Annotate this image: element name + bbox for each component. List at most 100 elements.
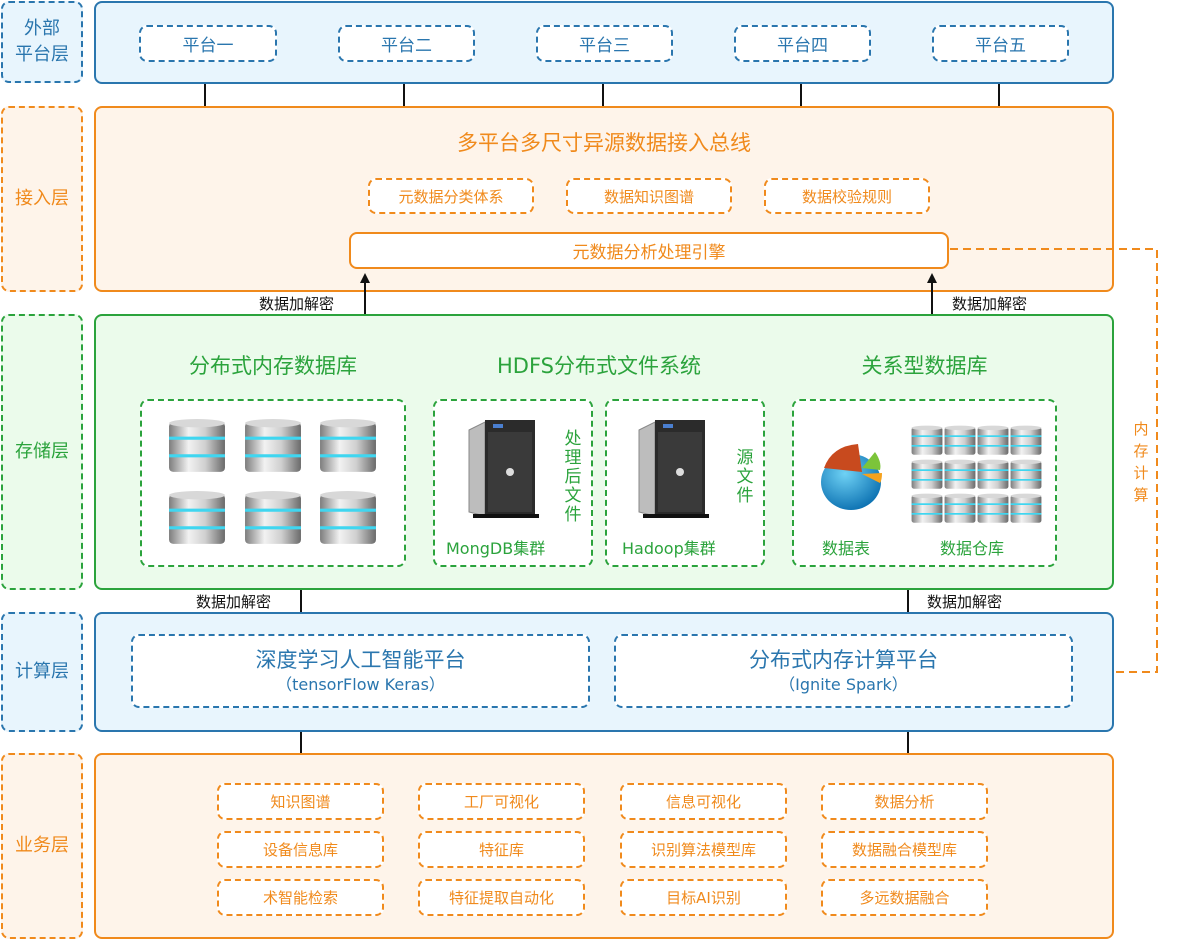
encrypt-label-storage-right: 数据加解密 <box>927 593 1003 611</box>
business-item-label: 工厂可视化 <box>463 793 539 811</box>
module-metadata-classification[interactable]: 元数据分类体系 <box>368 178 534 214</box>
business-item[interactable]: 术智能检索 <box>217 879 384 916</box>
relational-db-title: 关系型数据库 <box>861 354 988 378</box>
platform-label: 平台一 <box>182 36 234 56</box>
data-table-label: 数据表 <box>822 539 871 558</box>
layer-label-external-line2: 平台层 <box>15 44 69 65</box>
platform-box-3[interactable]: 平台三 <box>536 25 673 62</box>
platform-connector-2 <box>403 84 405 106</box>
platform-connector-4 <box>800 84 802 106</box>
module-label: 数据校验规则 <box>801 187 892 206</box>
business-item-label: 数据分析 <box>874 793 935 811</box>
module-label: 元数据分类体系 <box>398 187 504 206</box>
data-warehouse-cylinders <box>911 425 1045 525</box>
engine-label: 元数据分析处理引擎 <box>572 243 726 263</box>
business-item-label: 目标AI识别 <box>666 889 741 907</box>
business-item[interactable]: 特征库 <box>418 831 585 868</box>
layer-label-compute: 计算层 <box>1 612 83 732</box>
platform-box-2[interactable]: 平台二 <box>338 25 475 62</box>
database-cylinder-icon <box>977 425 1009 455</box>
platform-connector-1 <box>204 84 206 106</box>
memory-compute-platform-subtitle: （Ignite Spark） <box>779 675 908 694</box>
business-item-label: 信息可视化 <box>665 793 741 811</box>
business-items-grid: 知识图谱 工厂可视化 信息可视化 数据分析设备信息库 特征库 识别算法模型库 数据融合模型库… <box>217 783 989 918</box>
platform-box-5[interactable]: 平台五 <box>932 25 1069 62</box>
layer-label-compute-text: 计算层 <box>15 661 69 682</box>
business-item-label: 设备信息库 <box>262 841 338 859</box>
business-item-label: 术智能检索 <box>262 889 338 907</box>
database-cylinder-icon <box>1010 459 1042 489</box>
data-warehouse-label: 数据仓库 <box>940 539 1005 558</box>
database-cylinder-icon <box>944 493 976 523</box>
layer-label-external-line1: 外部 <box>24 18 60 39</box>
business-item[interactable]: 数据分析 <box>821 783 988 820</box>
platform-label: 平台五 <box>975 36 1026 56</box>
layer-label-storage-text: 存储层 <box>15 441 69 462</box>
memory-compute-platform[interactable]: 分布式内存计算平台 （Ignite Spark） <box>614 634 1073 708</box>
platform-label: 平台三 <box>579 36 630 56</box>
database-cylinder-icon <box>169 491 225 544</box>
bus-title: 多平台多尺寸异源数据接入总线 <box>457 131 751 155</box>
platform-box-4[interactable]: 平台四 <box>734 25 871 62</box>
database-cylinder-icon <box>245 419 301 472</box>
mongodb-side-label: 处理后文件 <box>564 429 582 525</box>
memory-db-cylinders <box>168 418 380 548</box>
hadoop-server-icon <box>633 416 713 520</box>
layer-label-storage: 存储层 <box>1 314 83 590</box>
pie-chart-icon <box>821 444 882 510</box>
business-item[interactable]: 目标AI识别 <box>620 879 787 916</box>
module-validation-rules[interactable]: 数据校验规则 <box>764 178 930 214</box>
layer-label-external: 外部 平台层 <box>1 1 83 83</box>
database-cylinder-icon <box>320 419 376 472</box>
module-knowledge-graph[interactable]: 数据知识图谱 <box>566 178 732 214</box>
layer-label-access-text: 接入层 <box>15 188 69 209</box>
layer-label-access: 接入层 <box>1 106 83 292</box>
business-item[interactable]: 数据融合模型库 <box>821 831 988 868</box>
business-item-label: 知识图谱 <box>270 793 331 811</box>
platform-box-1[interactable]: 平台一 <box>139 25 277 62</box>
platform-connector-5 <box>998 84 1000 106</box>
platform-label: 平台二 <box>381 36 432 56</box>
deep-learning-platform-title: 深度学习人工智能平台 <box>255 648 466 672</box>
business-item-label: 多远数据融合 <box>859 889 950 907</box>
module-label: 数据知识图谱 <box>603 187 694 206</box>
layer-label-business: 业务层 <box>1 753 83 939</box>
business-item[interactable]: 信息可视化 <box>620 783 787 820</box>
database-cylinder-icon <box>1010 425 1042 455</box>
business-item-label: 特征提取自动化 <box>448 889 554 907</box>
business-item[interactable]: 工厂可视化 <box>418 783 585 820</box>
business-item[interactable]: 识别算法模型库 <box>620 831 787 868</box>
business-item-label: 特征库 <box>478 841 524 859</box>
hadoop-cluster-label: Hadoop集群 <box>622 539 716 558</box>
platform-label: 平台四 <box>777 36 828 56</box>
database-cylinder-icon <box>977 459 1009 489</box>
database-cylinder-icon <box>245 491 301 544</box>
hdfs-title: HDFS分布式文件系统 <box>496 354 701 378</box>
business-item-label: 数据融合模型库 <box>851 841 957 859</box>
database-cylinder-icon <box>911 459 943 489</box>
database-cylinder-icon <box>977 493 1009 523</box>
hadoop-side-label: 源文件 <box>736 448 754 506</box>
encrypt-label-storage-left: 数据加解密 <box>196 593 272 611</box>
business-item[interactable]: 知识图谱 <box>217 783 384 820</box>
database-cylinder-icon <box>169 419 225 472</box>
business-item[interactable]: 特征提取自动化 <box>418 879 585 916</box>
mongodb-server-icon <box>463 416 543 520</box>
business-item[interactable]: 设备信息库 <box>217 831 384 868</box>
database-cylinder-icon <box>1010 493 1042 523</box>
database-cylinder-icon <box>944 425 976 455</box>
memory-compute-label: 内存计算 <box>1131 418 1151 506</box>
platform-connector-3 <box>602 84 604 106</box>
database-cylinder-icon <box>911 425 943 455</box>
encrypt-label-access-left: 数据加解密 <box>259 295 335 313</box>
metadata-engine[interactable]: 元数据分析处理引擎 <box>349 232 949 269</box>
business-item-label: 识别算法模型库 <box>650 841 756 859</box>
business-item[interactable]: 多远数据融合 <box>821 879 988 916</box>
deep-learning-platform[interactable]: 深度学习人工智能平台 （tensorFlow Keras） <box>131 634 590 708</box>
mongodb-cluster-label: MongDB集群 <box>446 539 546 558</box>
memory-compute-platform-title: 分布式内存计算平台 <box>749 648 938 672</box>
encrypt-label-access-right: 数据加解密 <box>952 295 1028 313</box>
deep-learning-platform-subtitle: （tensorFlow Keras） <box>276 675 445 694</box>
database-cylinder-icon <box>911 493 943 523</box>
database-cylinder-icon <box>944 459 976 489</box>
